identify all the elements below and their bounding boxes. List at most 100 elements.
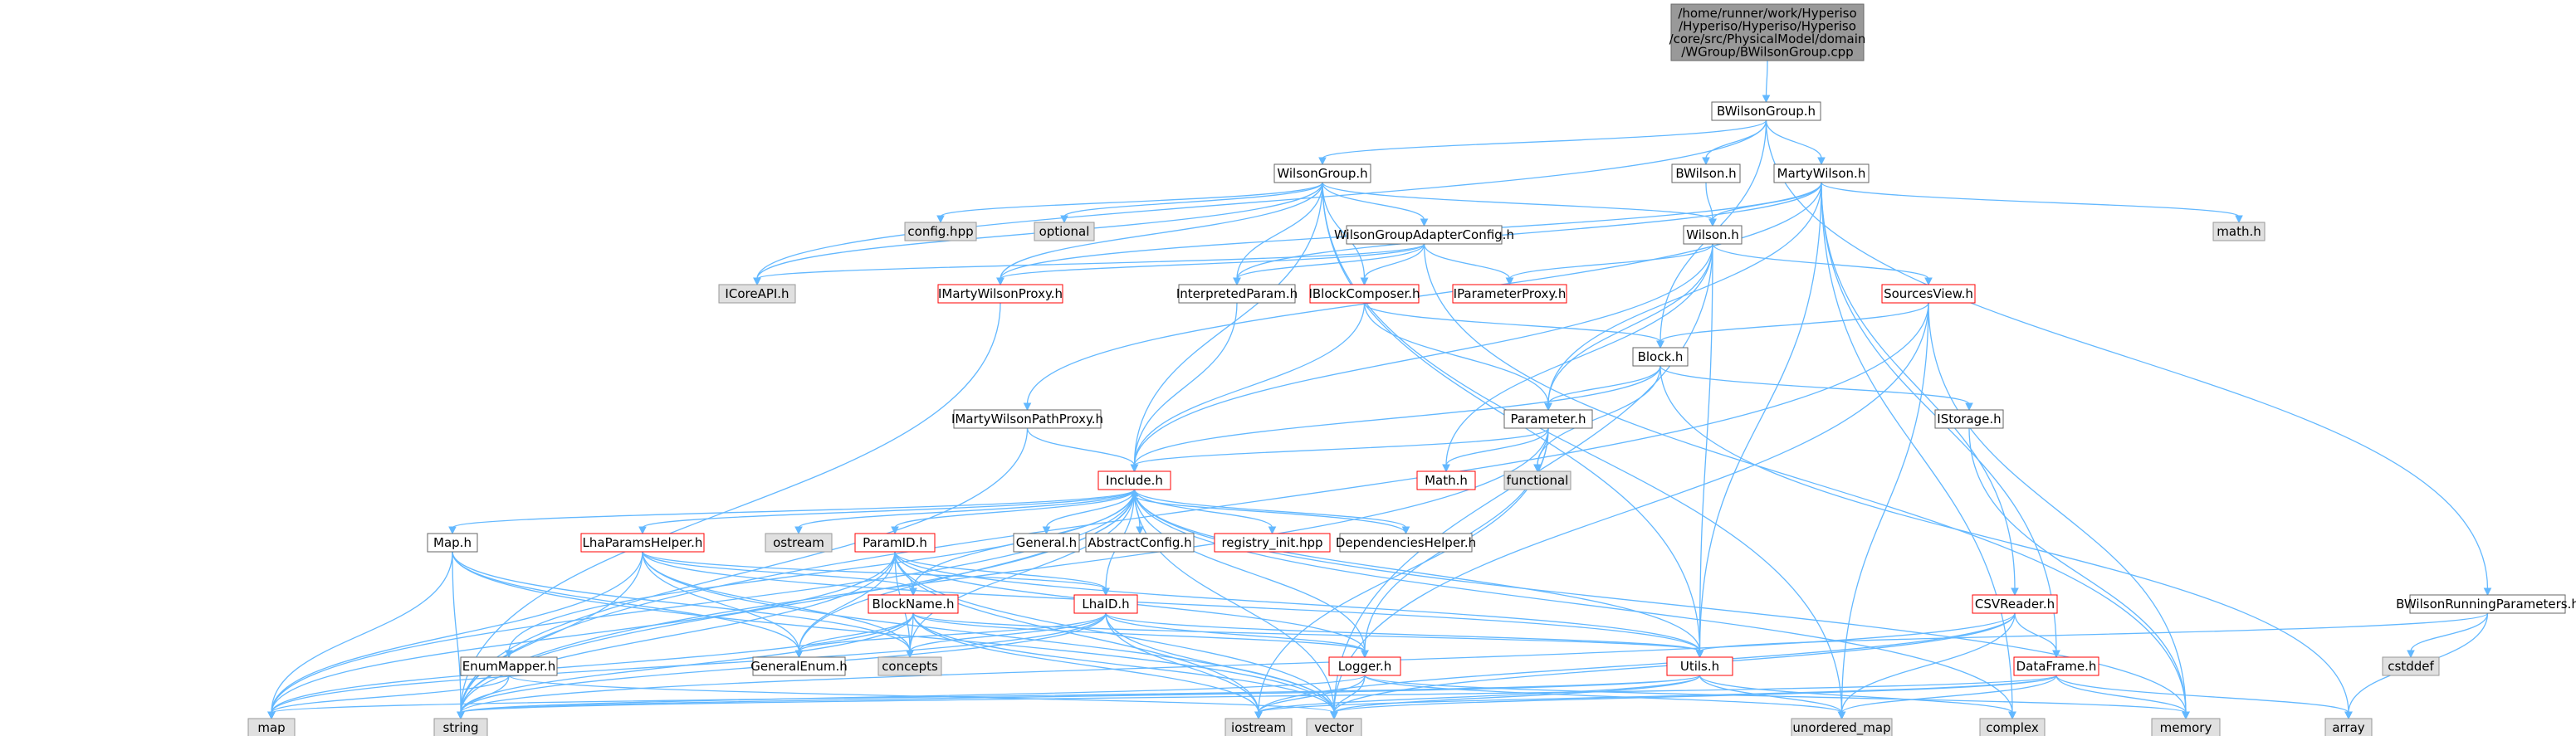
node-box [1073,594,1138,614]
node-optional[interactable]: optional [1034,222,1095,241]
node-Include[interactable]: Include.h [1097,470,1171,490]
edge-WilsonGroup-to-optional [1063,182,1323,217]
edge-BlockName-to-concepts [909,612,914,652]
node-BlockName[interactable]: BlockName.h [868,594,959,614]
node-IBlockComposer[interactable]: IBlockComposer.h [1308,284,1420,304]
node-cstddef[interactable]: cstddef [2382,656,2440,676]
node-DependenciesHelper[interactable]: DependenciesHelper.h [1336,533,1476,553]
node-box [868,594,959,614]
node-LhaID[interactable]: LhaID.h [1073,594,1138,614]
edge-arrowhead [2344,711,2353,720]
edge-Wilson-to-Utils [1699,243,1713,652]
edge-arrowhead [1102,587,1110,597]
node-WGAConfig[interactable]: WilsonGroupAdapterConfig.h [1334,225,1514,245]
node-label: concepts [882,659,938,674]
node-label: InterpretedParam.h [1176,286,1298,301]
edge-WilsonGroup-to-IBlockComposer [1322,182,1366,280]
node-label: registry_init.hpp [1221,535,1322,551]
node-AbstractConfig[interactable]: AbstractConfig.h [1085,533,1195,553]
edge-WilsonGroup-to-InterpretedParam [1236,182,1323,280]
node-ParamID[interactable]: ParamID.h [854,533,936,553]
edge-LhaParamsHelper-to-Utils [642,551,1701,652]
node-box [953,409,1102,429]
edge-EnumMapper-to-map [271,675,510,714]
edge-Wilson-to-Parameter [1547,243,1713,405]
node-CSVReader[interactable]: CSVReader.h [1972,594,2058,614]
edge-LhaID-to-Logger [1105,612,1366,652]
node-Maph[interactable]: Map.h [427,533,478,553]
edge-IMartyWilsonPathProxy-to-Include [1026,427,1136,466]
node-box [1346,225,1503,245]
node-functional[interactable]: functional [1503,470,1572,490]
node-iostream[interactable]: iostream [1224,718,1293,736]
node-box [1013,533,1080,553]
node-MathH[interactable]: Math.h [1416,470,1476,490]
node-InterpretedParam[interactable]: InterpretedParam.h [1176,284,1298,304]
node-IMartyWilsonPathProxy[interactable]: IMartyWilsonPathProxy.h [951,409,1103,429]
edge-arrowhead [996,277,1004,286]
node-box [1773,163,1870,183]
edge-arrowhead [2235,215,2243,224]
node-complex[interactable]: complex [1979,718,2046,736]
node-label: BWilson.h [1675,166,1736,181]
node-IParameterProxy[interactable]: IParameterProxy.h [1452,284,1567,304]
node-root[interactable]: /home/runner/work/Hyperiso/Hyperiso/Hype… [1669,3,1866,61]
node-BWilsonGroup[interactable]: BWilsonGroup.h [1711,101,1821,121]
node-box [1972,594,2058,614]
node-unordered_map[interactable]: unordered_map [1791,718,1893,736]
node-Parameter[interactable]: Parameter.h [1503,409,1593,429]
node-label: /WGroup/BWilsonGroup.cpp [1681,44,1853,59]
node-Logger[interactable]: Logger.h [1328,656,1401,676]
edge-LhaParamsHelper-to-GeneralEnum [642,551,800,652]
node-label: MartyWilson.h [1777,166,1866,181]
edge-Utils-to-unordered_map [1699,675,1843,714]
node-box [1085,533,1195,553]
node-string[interactable]: string [433,718,488,736]
node-ICoreAPI[interactable]: ICoreAPI.h [718,284,796,304]
node-MartyWilson[interactable]: MartyWilson.h [1773,163,1870,183]
node-array[interactable]: array [2324,718,2373,736]
node-label: BWilsonRunningParameters.h [2396,597,2576,612]
node-GeneralEnum[interactable]: GeneralEnum.h [750,656,848,676]
node-registry[interactable]: registry_init.hpp [1214,533,1331,553]
edge-arrowhead [1042,526,1051,535]
node-map[interactable]: map [247,718,296,736]
node-Utils[interactable]: Utils.h [1666,656,1733,676]
node-General[interactable]: General.h [1013,533,1080,553]
node-BWilson[interactable]: BWilson.h [1671,163,1741,183]
node-box [718,284,796,304]
edge-LhaID-to-map [271,612,1107,714]
node-WilsonGroup[interactable]: WilsonGroup.h [1273,163,1371,183]
node-box [765,533,833,553]
node-memory[interactable]: memory [2151,718,2221,736]
node-Block[interactable]: Block.h [1632,347,1689,367]
node-mathh[interactable]: math.h [2212,222,2266,241]
node-BWilsonRunning[interactable]: BWilsonRunningParameters.h [2396,594,2576,614]
node-confighpp[interactable]: config.hpp [904,222,977,241]
node-IStorage[interactable]: IStorage.h [1934,409,2004,429]
node-label: LhaID.h [1082,597,1129,612]
edge-InterpretedParam-to-Include [1133,302,1238,466]
node-label: Parameter.h [1511,412,1586,426]
edge-ParamID-to-string [460,551,896,714]
node-concepts[interactable]: concepts [877,656,942,676]
node-box [1683,225,1743,245]
edge-arrowhead [906,650,914,659]
edge-BWilsonGroup-to-WilsonGroup [1322,119,1767,159]
node-vector[interactable]: vector [1306,718,1362,736]
edge-DataFrame-to-array [2055,675,2349,714]
node-SourcesView[interactable]: SourcesView.h [1881,284,1976,304]
node-EnumMapper[interactable]: EnumMapper.h [460,656,558,676]
node-Wilson[interactable]: Wilson.h [1683,225,1743,245]
node-LhaParamsHelper[interactable]: LhaParamsHelper.h [580,533,705,553]
node-IMartyWilsonProxy[interactable]: IMartyWilsonProxy.h [937,284,1063,304]
node-DataFrame[interactable]: DataFrame.h [2013,656,2099,676]
edge-Logger-to-memory [1364,675,2187,714]
node-ostream[interactable]: ostream [765,533,833,553]
edge-Maph-to-map [271,551,453,714]
edge-arrowhead [1233,277,1241,286]
node-label: array [2332,720,2364,735]
edge-Utils-to-complex [1699,675,2013,714]
edge-arrowhead [638,526,647,535]
node-box [1666,656,1733,676]
